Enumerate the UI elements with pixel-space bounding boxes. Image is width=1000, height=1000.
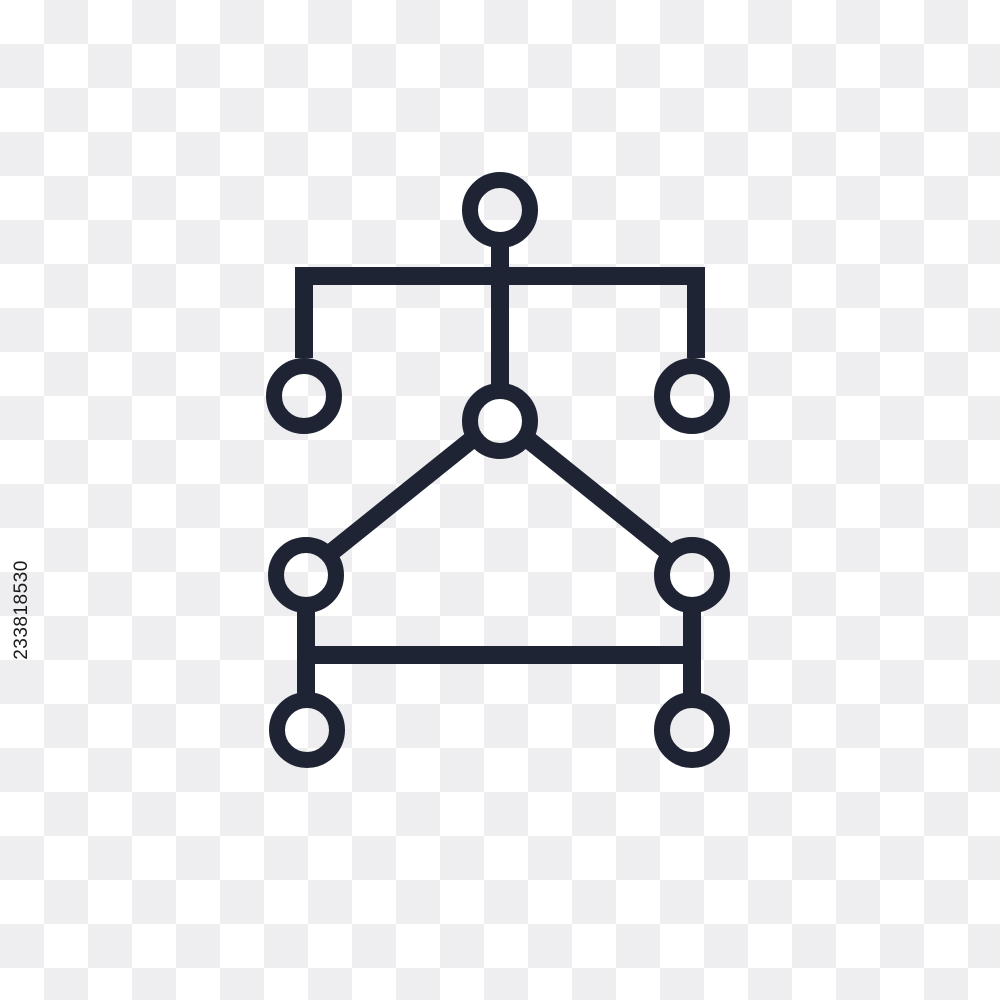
node-circle-center: [462, 383, 538, 459]
node-circle-upper-left: [266, 358, 342, 434]
node-circle-top: [462, 172, 538, 248]
node-circle-bottom-right: [654, 692, 730, 768]
node-circle-mid-right: [654, 537, 730, 613]
connector-line: [295, 267, 705, 358]
connector-line: [524, 433, 673, 559]
node-circle-bottom-left: [269, 692, 345, 768]
node-circle-mid-left: [268, 537, 344, 613]
node-circle-upper-right: [654, 358, 730, 434]
connector-line: [327, 433, 476, 559]
